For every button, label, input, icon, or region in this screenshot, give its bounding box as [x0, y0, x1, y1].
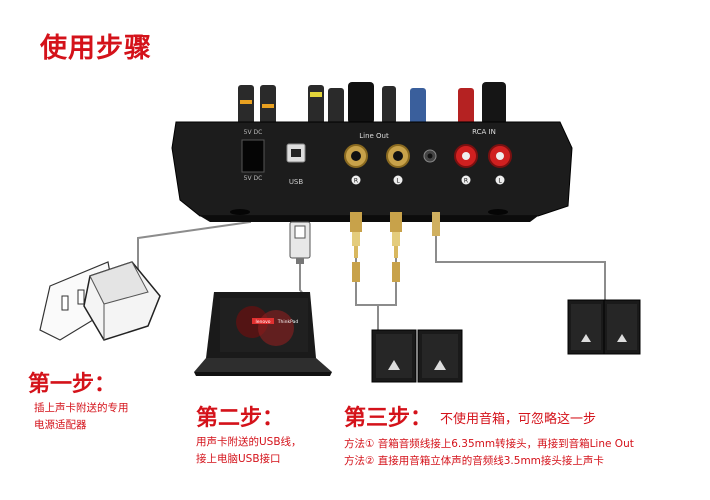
adapter-635-right — [390, 212, 402, 258]
svg-text:ThinkPad: ThinkPad — [277, 319, 299, 325]
svg-text:5V DC: 5V DC — [244, 129, 263, 136]
svg-text:R: R — [464, 178, 468, 185]
step1-heading: 第一步： — [28, 372, 117, 397]
usb-plug — [289, 221, 311, 264]
step2-description: 用声卡附送的USB线， 接上电脑USB接口 — [196, 434, 302, 468]
svg-text:5V DC: 5V DC — [244, 175, 263, 182]
speaker-pair-right — [567, 299, 641, 355]
speaker-cable-35mm — [435, 236, 606, 300]
speaker-pair-left — [371, 329, 463, 383]
step1-line: 插上声卡附送的专用 — [34, 402, 129, 414]
step2-line: 接上电脑USB接口 — [196, 453, 281, 465]
step1-description: 插上声卡附送的专用 电源适配器 — [34, 400, 129, 434]
page-title: 使用步骤 — [40, 33, 152, 64]
wall-socket-power-adapter — [39, 261, 161, 341]
step3-heading: 第三步： — [344, 406, 433, 431]
device-knobs — [238, 82, 506, 125]
adapter-635-left — [350, 212, 362, 258]
svg-text:Line Out: Line Out — [359, 132, 389, 140]
svg-text:L: L — [396, 178, 400, 185]
plug-635-small-left — [352, 262, 360, 282]
power-jack — [241, 139, 265, 173]
step2-heading: 第二步： — [196, 406, 285, 431]
svg-text:R: R — [354, 178, 358, 185]
step2-line: 用声卡附送的USB线， — [196, 436, 302, 448]
step3-note: 不使用音箱，可忽略这一步 — [440, 412, 597, 427]
svg-text:RCA IN: RCA IN — [472, 128, 496, 136]
step3-method1: 方法① 音箱音频线接上6.35mm转接头，再接到音箱Line Out — [344, 438, 634, 450]
step3-method2: 方法② 直接用音箱立体声的音频线3.5mm接头接上声卡 — [344, 455, 604, 467]
step1-line: 电源适配器 — [34, 419, 87, 431]
svg-text:L: L — [498, 178, 502, 185]
plug-35mm — [432, 212, 440, 236]
svg-text:USB: USB — [289, 178, 304, 186]
svg-text:lenovo: lenovo — [255, 319, 270, 325]
laptop: lenovo ThinkPad — [194, 292, 332, 376]
plug-635-small-right — [392, 262, 400, 282]
